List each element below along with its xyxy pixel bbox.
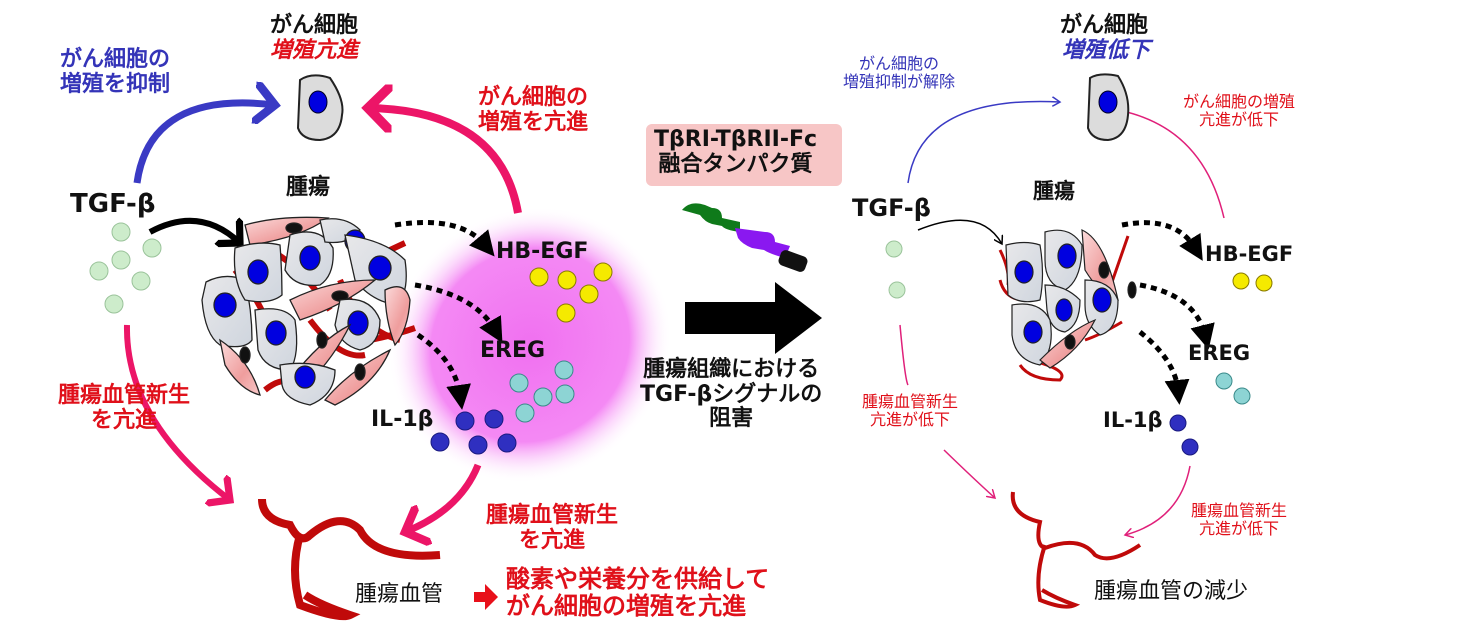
- hbegf-label-left: HB-EGF: [496, 239, 589, 264]
- il1b-dots-left: [430, 409, 517, 455]
- inhibition-caption-line-3: 阻害: [709, 406, 754, 432]
- fusion-protein-line-1: TβRI-TβRII-Fc: [654, 127, 818, 152]
- blue-arrow-suppress: [133, 103, 275, 184]
- cancer-cell-right: [1086, 73, 1130, 142]
- red-top-label-line-2: 増殖を亢進: [478, 109, 589, 135]
- fusion-protein-line-2: 融合タンパク質: [658, 151, 813, 177]
- red-top-label-left: がん細胞の 増殖を亢進: [478, 85, 589, 135]
- il1b-label-right: IL-1β: [1103, 408, 1163, 432]
- vessel-effect-line-2: がん細胞の増殖を亢進: [506, 591, 746, 620]
- tgf-arrow-right: [917, 219, 1002, 244]
- big-black-arrow: [685, 282, 822, 354]
- angio-right-label-left: 腫瘍血管新生 を亢進: [486, 503, 619, 553]
- tgf-arrow-left: [148, 221, 240, 243]
- hbegf-dots-right: [1232, 272, 1273, 292]
- cancer-cell-status-left: 増殖亢進: [270, 38, 359, 63]
- blue-label-right-line-2: 増殖抑制が解除: [843, 71, 956, 91]
- hbegf-label-right: HB-EGF: [1205, 242, 1294, 266]
- ereg-label-left: EREG: [480, 338, 546, 363]
- blue-label-line-2: 増殖を抑制: [60, 71, 171, 97]
- dotted-arrow-ereg-left: [414, 282, 503, 344]
- hbegf-dots-left: [529, 262, 613, 323]
- inhibition-caption-line-2: TGF-βシグナルの: [640, 381, 823, 407]
- tumor-vessel-left: [258, 498, 441, 621]
- pink-arrow-right-angio-left: [943, 449, 995, 498]
- ereg-label-right: EREG: [1188, 341, 1251, 365]
- blue-arrow-right: [907, 101, 1060, 184]
- il1b-label-left: IL-1β: [371, 407, 434, 432]
- protein-label-box: [646, 124, 842, 186]
- red-top-label-right: がん細胞の増殖 亢進が低下: [1183, 93, 1295, 129]
- angio-left-label-left: 腫瘍血管新生 を亢進: [58, 383, 191, 433]
- fusion-protein-label: TβRI-TβRII-Fc 融合タンパク質: [654, 127, 818, 177]
- tumor-left: [201, 216, 416, 406]
- red-top-label-right-line-2: 亢進が低下: [1199, 109, 1280, 129]
- dotted-arrow-ereg-right: [1139, 282, 1215, 350]
- pink-arrow-right-angio-right: [1125, 465, 1191, 535]
- blue-label-left: がん細胞の 増殖を抑制: [60, 47, 171, 97]
- il1b-dots-right: [1169, 414, 1199, 456]
- vessel-label-left: 腫瘍血管: [355, 582, 444, 607]
- tumor-label-left: 腫瘍: [286, 175, 331, 200]
- cancer-cell-status-right: 増殖低下: [1062, 38, 1151, 63]
- cancer-cell-left: [296, 74, 344, 142]
- pink-arrow-angio-left: [123, 324, 230, 500]
- tgf-dots-left: [89, 222, 162, 314]
- angio-right-line-1: 腫瘍血管新生: [486, 503, 619, 528]
- fusion-protein-icon: [682, 203, 808, 272]
- inhibition-caption-line-1: 腫瘍組織における: [643, 357, 820, 382]
- dotted-arrow-il1b-left: [416, 332, 471, 410]
- pink-arrow-promote-top: [368, 108, 522, 214]
- tgf-label-left: TGF-β: [70, 189, 156, 219]
- angio-left-right-line-1: 腫瘍血管新生: [862, 392, 959, 411]
- tumor-label-right: 腫瘍: [1033, 179, 1075, 203]
- blue-label-right-line-1: がん細胞の: [859, 54, 940, 73]
- pink-arrow-angio-right: [405, 463, 482, 532]
- red-top-label-line-1: がん細胞の: [478, 85, 589, 110]
- angio-right-right-line-1: 腫瘍血管新生: [1191, 501, 1288, 520]
- inhibition-caption: 腫瘍組織における TGF-βシグナルの 阻害: [640, 357, 823, 432]
- vessel-effect-label: 酸素や栄養分を供給して がん細胞の増殖を亢進: [506, 566, 769, 620]
- red-top-label-right-line-1: がん細胞の増殖: [1183, 92, 1296, 111]
- cancer-cell-title-left: がん細胞: [270, 13, 359, 38]
- tumor-vessel-right: [1010, 491, 1142, 609]
- dotted-arrow-hbegf-right: [1121, 220, 1203, 261]
- pink-arrow-right-left: [899, 324, 909, 386]
- blue-label-right: がん細胞の 増殖抑制が解除: [843, 55, 955, 91]
- dotted-arrow-hbegf-left: [394, 220, 495, 257]
- tumor-right: [998, 229, 1137, 382]
- cancer-cell-title-right: がん細胞: [1060, 13, 1149, 38]
- angio-right-label-right: 腫瘍血管新生 亢進が低下: [1191, 502, 1287, 538]
- red-right-arrow: [474, 584, 498, 610]
- tgf-dots-right: [885, 240, 906, 299]
- ereg-dots-left: [509, 360, 575, 423]
- tgf-label-right: TGF-β: [852, 194, 931, 222]
- vessel-label-right: 腫瘍血管の減少: [1094, 579, 1249, 604]
- angio-left-label-right: 腫瘍血管新生 亢進が低下: [862, 393, 958, 429]
- angio-left-right-line-2: 亢進が低下: [870, 409, 951, 429]
- angio-right-right-line-2: 亢進が低下: [1199, 518, 1280, 538]
- angio-left-line-1: 腫瘍血管新生: [58, 383, 191, 408]
- dotted-arrow-il1b-right: [1138, 330, 1190, 405]
- vessel-effect-line-1: 酸素や栄養分を供給して: [506, 565, 770, 593]
- ereg-dots-right: [1215, 372, 1251, 405]
- blue-label-line-1: がん細胞の: [60, 47, 171, 72]
- angio-left-line-2: を亢進: [91, 407, 158, 433]
- angio-right-line-2: を亢進: [519, 527, 586, 553]
